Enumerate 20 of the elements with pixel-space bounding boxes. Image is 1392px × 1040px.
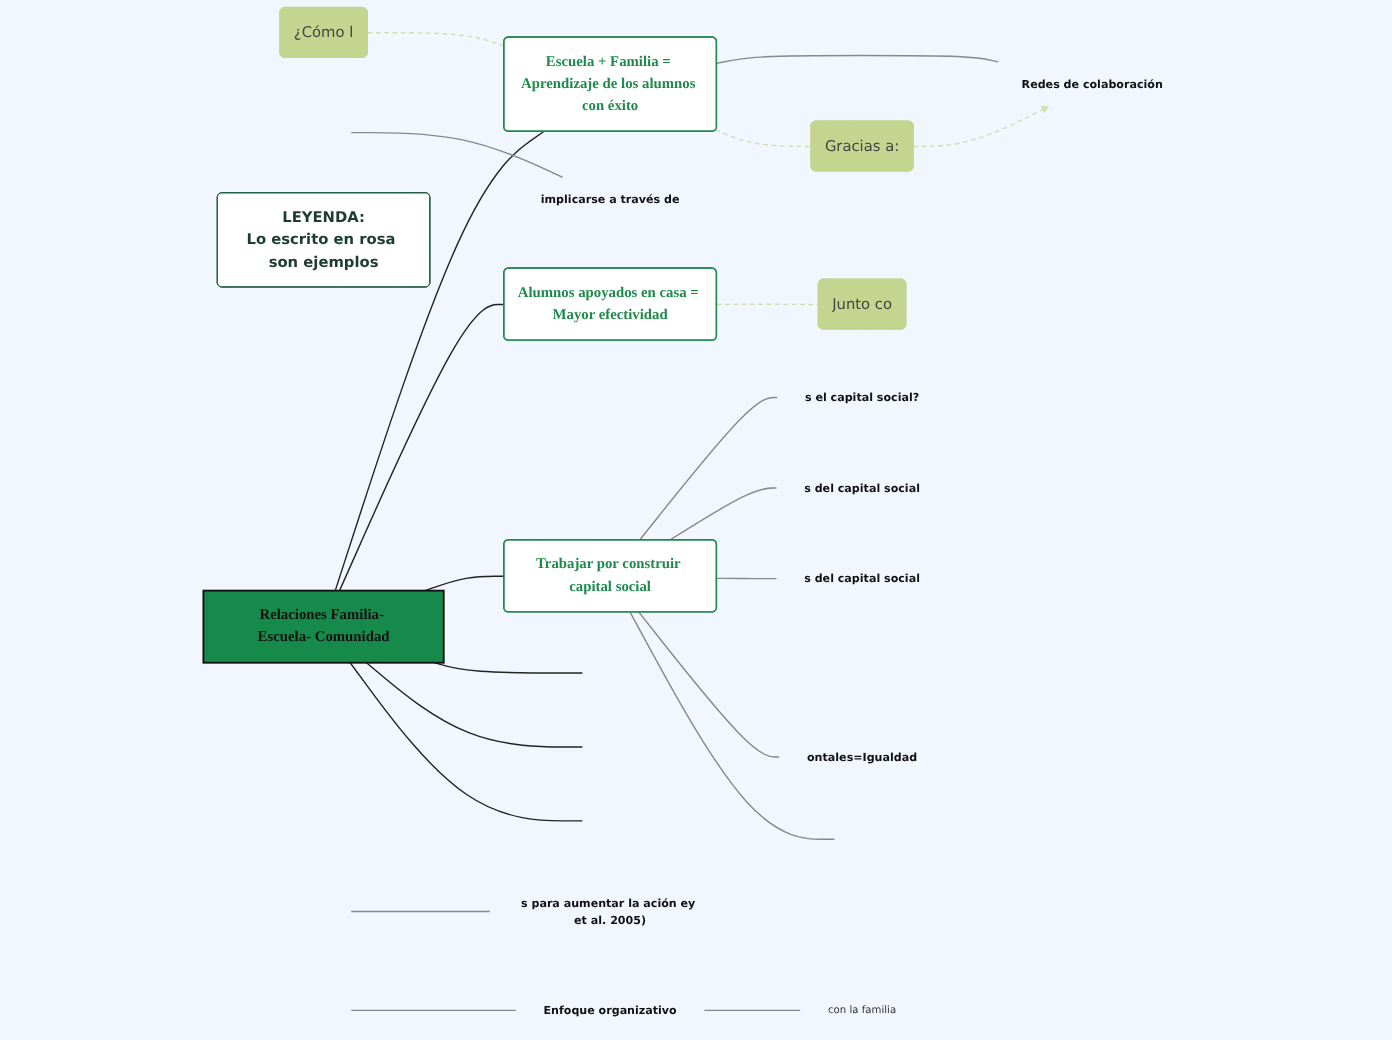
connector: [637, 396, 777, 541]
connector: [637, 611, 779, 758]
connector: [667, 487, 777, 541]
connector: [433, 662, 583, 674]
arrow: [911, 105, 1049, 148]
connector: [349, 910, 490, 913]
connector: [714, 129, 812, 148]
connector: [715, 54, 998, 64]
connector: [628, 611, 835, 840]
connector: [349, 131, 563, 179]
connector: [337, 303, 504, 592]
connector: [349, 1009, 516, 1012]
connector: [715, 577, 777, 580]
connector: [702, 1009, 800, 1012]
connector: [348, 662, 583, 822]
connector: [364, 662, 583, 748]
connector: [365, 32, 504, 47]
connector: [715, 303, 819, 306]
connector: [423, 575, 504, 592]
connector: [333, 131, 544, 592]
